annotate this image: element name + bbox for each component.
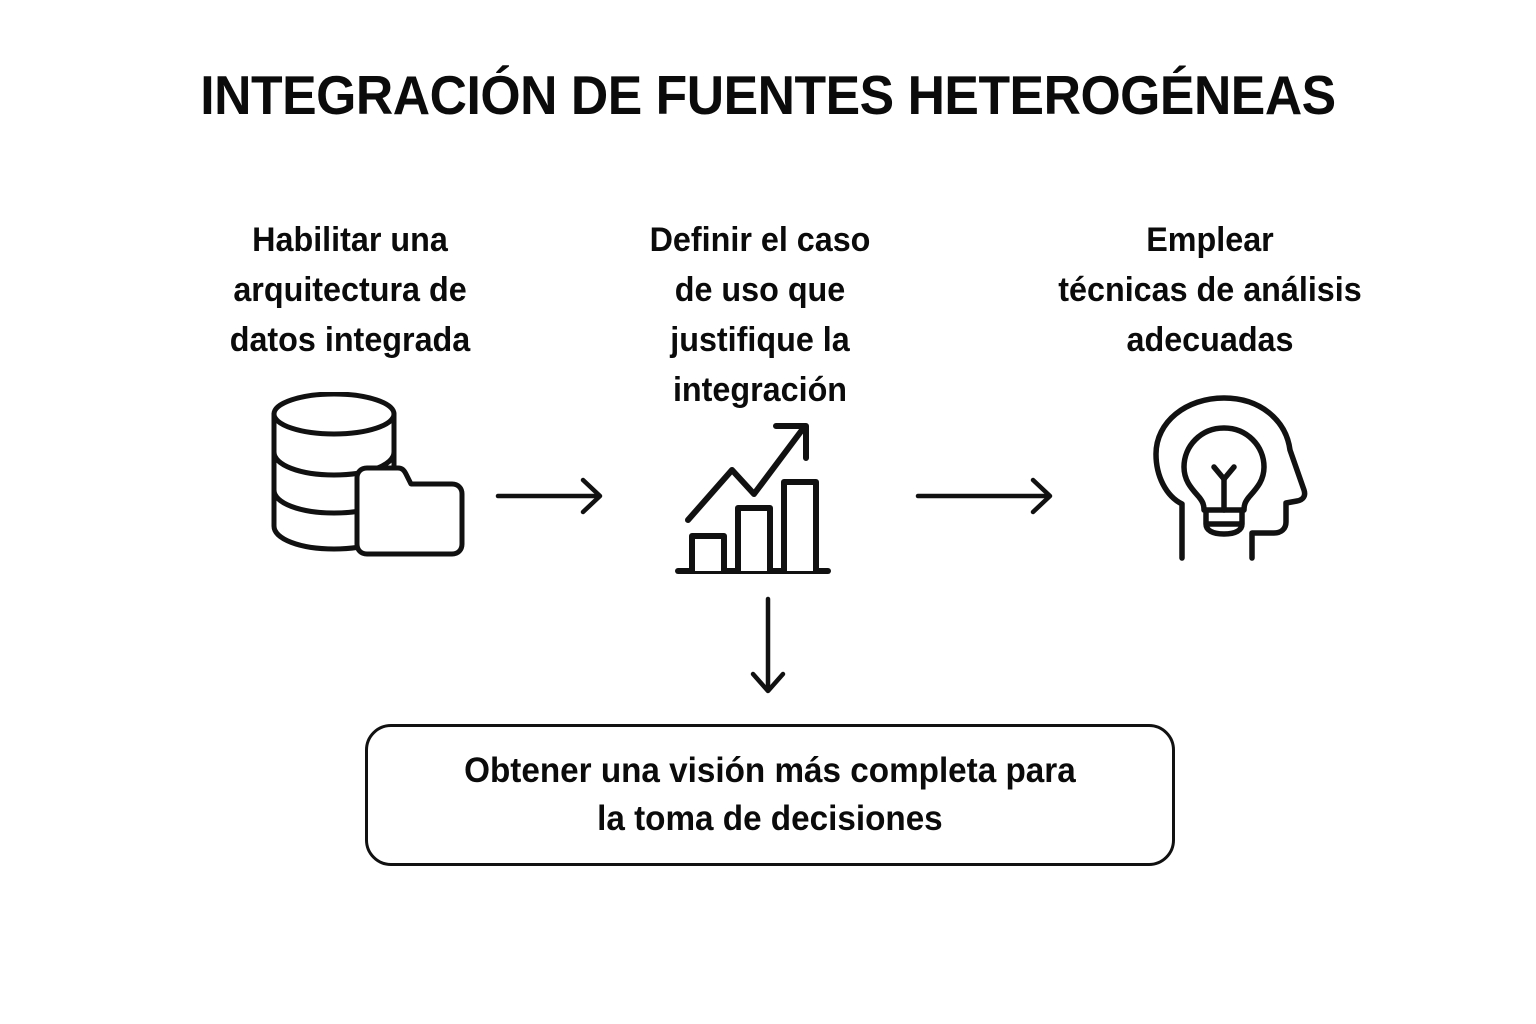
page-title: INTEGRACIÓN DE FUENTES HETEROGÉNEAS <box>200 64 1336 126</box>
step-3-label-line-2: técnicas de análisis <box>1058 271 1362 309</box>
step-3-label-line-3: adecuadas <box>1126 321 1294 359</box>
step-2-label-line-2: de uso que <box>674 271 846 309</box>
step-1-label-group: Habilitar una arquitectura de datos inte… <box>170 215 531 365</box>
step-2-label-line-4: integración <box>672 371 848 409</box>
outcome-line-1: Obtener una visión más completa para <box>464 751 1076 790</box>
step-1-label-line-3: datos integrada <box>229 321 471 359</box>
outcome-box: Obtener una visión más completa para la … <box>365 724 1175 866</box>
step-1-label-line-1: Habilitar una <box>252 221 448 259</box>
head-lightbulb-icon <box>1148 392 1328 564</box>
step-2-label-group: Definir el caso de uso que justifique la… <box>599 215 922 415</box>
arrow-down-icon <box>738 596 798 700</box>
step-1-label-line-2: arquitectura de <box>233 271 467 309</box>
growth-bar-chart-icon <box>672 412 836 580</box>
arrow-right-icon <box>915 470 1060 522</box>
outcome-line-2: la toma de decisiones <box>597 799 943 838</box>
database-folder-icon <box>262 391 472 562</box>
outcome-text: Obtener una visión más completa para la … <box>441 747 1098 843</box>
step-3-label-group: Emplear técnicas de análisis adecuadas <box>1020 215 1400 365</box>
step-3-label-line-1: Emplear <box>1146 221 1274 259</box>
arrow-right-icon <box>495 470 610 522</box>
step-2-label-line-1: Definir el caso <box>649 221 871 259</box>
step-2-label-line-3: justifique la <box>670 321 850 359</box>
